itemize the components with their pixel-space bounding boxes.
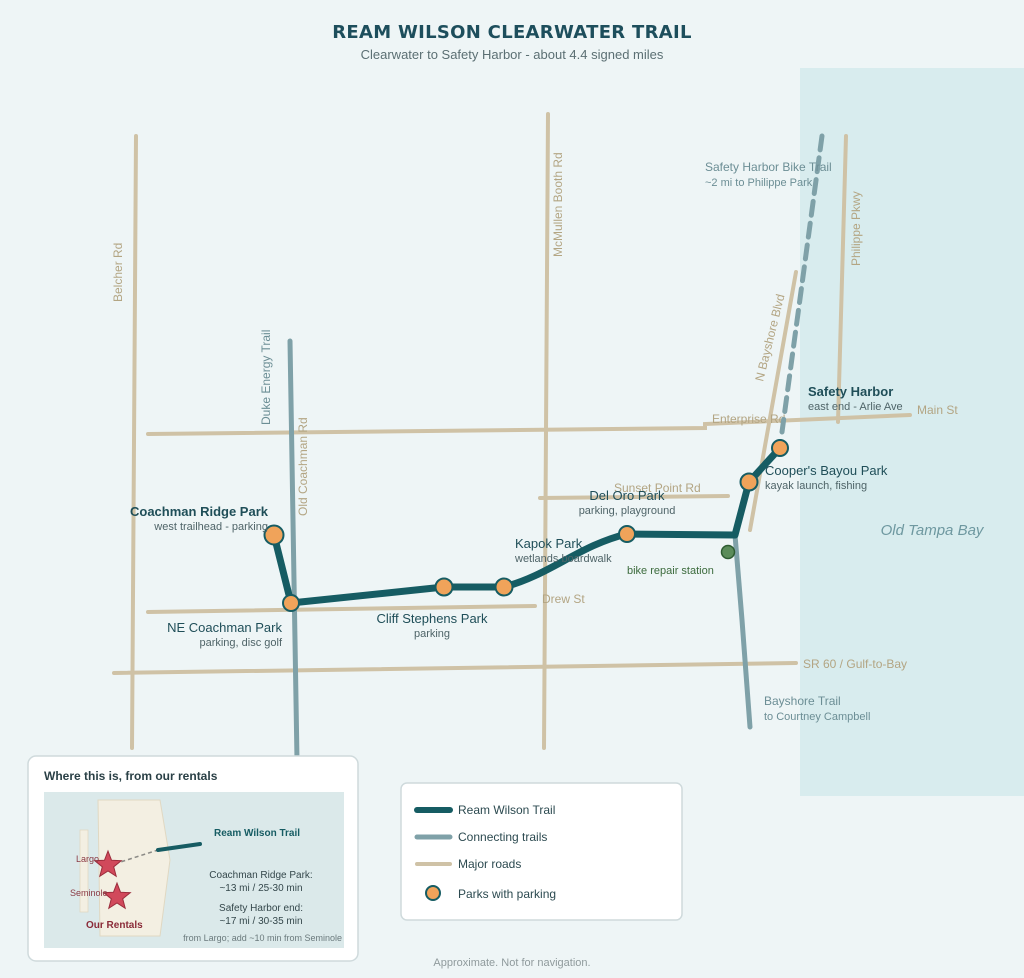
park-cliff-stephens-west xyxy=(434,577,454,597)
inset-largo-label: Largo xyxy=(76,854,99,864)
label-coachman-ridge: Coachman Ridge Park xyxy=(130,504,269,519)
map-title: REAM WILSON CLEARWATER TRAIL xyxy=(332,22,692,43)
inset-rentals-label: Our Rentals xyxy=(86,920,143,931)
label-old-coachman: Old Coachman Rd xyxy=(296,417,310,516)
connecting-trails xyxy=(287,133,825,763)
park-coachman-ridge xyxy=(263,524,285,546)
note-coachman-ridge: west trailhead - parking xyxy=(153,521,268,533)
label-ne-coachman: NE Coachman Park xyxy=(167,620,282,635)
inset-beach xyxy=(79,829,89,913)
star-seminole-icon xyxy=(102,881,132,910)
star-largo-icon xyxy=(93,849,123,878)
park-ne-coachman xyxy=(282,594,300,612)
note-del-oro: parking, playground xyxy=(579,505,676,517)
label-coopers-bayou: Cooper's Bayou Park xyxy=(765,463,888,478)
park-cliff-stephens-east xyxy=(494,577,514,597)
label-bayshore-trail: Bayshore Trail xyxy=(764,694,841,708)
label-bayshore-note: to Courtney Campbell xyxy=(764,711,870,723)
map-subtitle: Clearwater to Safety Harbor - about 4.4 … xyxy=(361,47,664,62)
inset-trail-label: Ream Wilson Trail xyxy=(214,828,300,839)
legend-box xyxy=(400,782,683,921)
note-safety-harbor: east end - Arlie Ave xyxy=(808,401,903,413)
legend-label-connecting: Connecting trails xyxy=(458,830,547,844)
park-del-oro xyxy=(618,525,636,543)
note-ne-coachman: parking, disc golf xyxy=(199,637,282,649)
label-main-st: Main St xyxy=(917,403,958,417)
major-roads xyxy=(112,112,912,750)
label-del-oro: Del Oro Park xyxy=(589,488,665,503)
trail-bayshore xyxy=(732,532,753,730)
bay-water xyxy=(800,68,1024,796)
park-safety-harbor xyxy=(771,439,789,457)
road-sr60 xyxy=(112,661,798,675)
road-sunset-point xyxy=(538,494,730,500)
legend: Ream Wilson Trail Connecting trails Majo… xyxy=(400,782,683,921)
road-bayshore-blvd xyxy=(748,270,798,532)
label-duke-energy: Duke Energy Trail xyxy=(259,330,273,425)
label-belcher: Belcher Rd xyxy=(111,243,125,302)
label-bayshore-blvd: N Bayshore Blvd xyxy=(752,293,787,383)
inset-sh-line1: Safety Harbor end: xyxy=(219,903,303,914)
bay-label: Old Tampa Bay xyxy=(881,522,985,539)
inset-footnote: from Largo; add ~10 min from Seminole xyxy=(183,933,342,943)
label-repair-station: bike repair station xyxy=(627,565,714,577)
inset-sh-line2: ~17 mi / 30-35 min xyxy=(219,916,302,927)
trail-safety-harbor-bike xyxy=(779,133,825,435)
label-safety-harbor: Safety Harbor xyxy=(808,384,893,399)
bike-repair-station xyxy=(720,544,736,560)
inset-trail-line xyxy=(156,842,202,852)
inset-coachman-line2: ~13 mi / 25-30 min xyxy=(219,883,302,894)
inset-map-area xyxy=(44,792,344,948)
label-sh-bike-trail: Safety Harbor Bike Trail xyxy=(705,160,832,174)
road-drew xyxy=(146,604,537,614)
road-enterprise xyxy=(146,413,912,436)
ream-wilson-trail xyxy=(270,444,784,607)
label-kapok: Kapok Park xyxy=(515,536,583,551)
label-sh-bike-note: ~2 mi to Philippe Park xyxy=(705,177,813,189)
label-sr60: SR 60 / Gulf-to-Bay xyxy=(803,657,907,671)
legend-label-parks: Parks with parking xyxy=(458,887,556,901)
parks xyxy=(263,439,789,612)
legend-swatch-parks xyxy=(425,885,441,901)
label-enterprise: Enterprise Rd xyxy=(712,412,785,426)
inset-coachman-line1: Coachman Ridge Park: xyxy=(209,870,312,881)
disclaimer: Approximate. Not for navigation. xyxy=(433,957,590,969)
park-coopers-bayou xyxy=(739,472,759,492)
location-inset: Where this is, from our rentals Ream Wil… xyxy=(27,755,359,962)
legend-label-trail: Ream Wilson Trail xyxy=(458,803,555,817)
label-cliff-stephens: Cliff Stephens Park xyxy=(376,611,488,626)
note-kapok: wetlands boardwalk xyxy=(514,553,612,565)
road-philippe xyxy=(836,134,848,424)
note-coopers-bayou: kayak launch, fishing xyxy=(765,480,867,492)
park-labels: Coachman Ridge Park west trailhead - par… xyxy=(130,384,903,649)
connecting-trail-labels: Duke Energy Trail Safety Harbor Bike Tra… xyxy=(259,160,870,723)
inset-title: Where this is, from our rentals xyxy=(44,769,218,783)
inset-seminole-label: Seminole xyxy=(70,888,108,898)
label-drew: Drew St xyxy=(542,592,585,606)
trail-duke-energy xyxy=(287,338,300,763)
label-mcmullen: McMullen Booth Rd xyxy=(551,152,565,257)
legend-label-roads: Major roads xyxy=(458,857,521,871)
note-cliff-stephens: parking xyxy=(414,628,450,640)
label-sunset-point: Sunset Point Rd xyxy=(614,481,701,495)
road-belcher xyxy=(130,134,138,750)
label-philippe: Philippe Pkwy xyxy=(849,191,863,266)
